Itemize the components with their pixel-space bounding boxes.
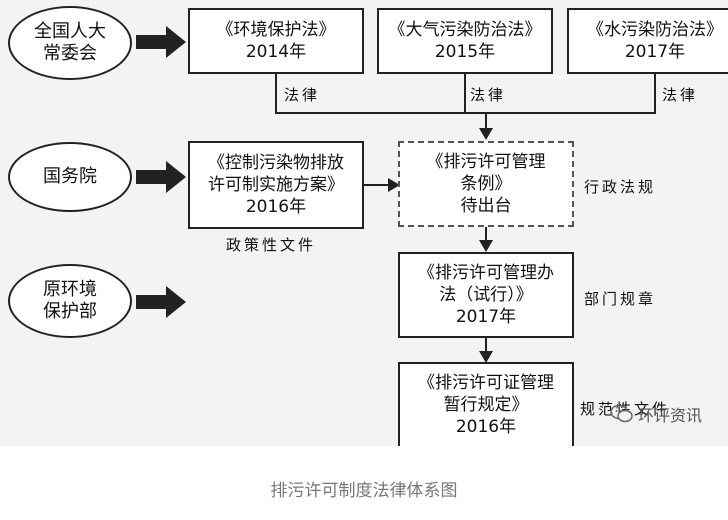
normative-doc-label: 规范性文件 bbox=[580, 400, 671, 418]
arrowhead-icon bbox=[479, 351, 493, 363]
connector-line bbox=[485, 112, 487, 132]
connector-line bbox=[364, 184, 392, 186]
figure-caption: 排污许可制度法律体系图 bbox=[270, 481, 458, 501]
law-label: 法律 bbox=[284, 86, 321, 104]
arrowhead-icon bbox=[388, 178, 400, 192]
connector-line bbox=[654, 74, 656, 114]
law-air-box: 《大气污染防治法》 2015年 bbox=[377, 8, 553, 74]
policy-plan-box: 《控制污染物排放 许可制实施方案》 2016年 bbox=[188, 141, 364, 229]
state-council-arrow-icon bbox=[136, 161, 186, 193]
connector-line bbox=[485, 227, 487, 243]
law-label: 法律 bbox=[470, 86, 507, 104]
law-water-box: 《水污染防治法》 2017年 bbox=[567, 8, 728, 74]
management-measures-box: 《排污许可管理办 法（试行）》 2017年 bbox=[398, 252, 574, 338]
regulation-box: 《排污许可管理 条例》 待出台 bbox=[398, 141, 574, 227]
watermark: 环评资讯 bbox=[610, 402, 702, 426]
mep-arrow-icon bbox=[136, 286, 186, 318]
interim-provisions-box: 《排污许可证管理 暂行规定》 2016年 bbox=[398, 362, 574, 446]
admin-regulation-label: 行政法规 bbox=[584, 178, 657, 196]
wechat-icon bbox=[610, 404, 633, 423]
connector-line bbox=[275, 112, 656, 114]
npc-arrow-icon bbox=[136, 26, 186, 58]
org-npc-oval: 全国人大 常委会 bbox=[8, 6, 132, 80]
connector-line bbox=[275, 74, 277, 114]
connector-line bbox=[464, 74, 466, 114]
law-env-box: 《环境保护法》 2014年 bbox=[188, 8, 364, 74]
policy-doc-label: 政策性文件 bbox=[226, 236, 317, 254]
law-label: 法律 bbox=[662, 86, 699, 104]
connector-line bbox=[485, 338, 487, 354]
dept-rule-label: 部门规章 bbox=[584, 290, 657, 308]
watermark-text: 环评资讯 bbox=[638, 406, 703, 425]
arrowhead-icon bbox=[479, 240, 493, 252]
arrowhead-icon bbox=[479, 128, 493, 140]
org-state-council-oval: 国务院 bbox=[8, 142, 132, 212]
diagram-panel: 全国人大 常委会 国务院 原环境 保护部 《环境保护法》 2014年 《大气污染… bbox=[0, 0, 728, 446]
org-mep-oval: 原环境 保护部 bbox=[8, 264, 132, 338]
